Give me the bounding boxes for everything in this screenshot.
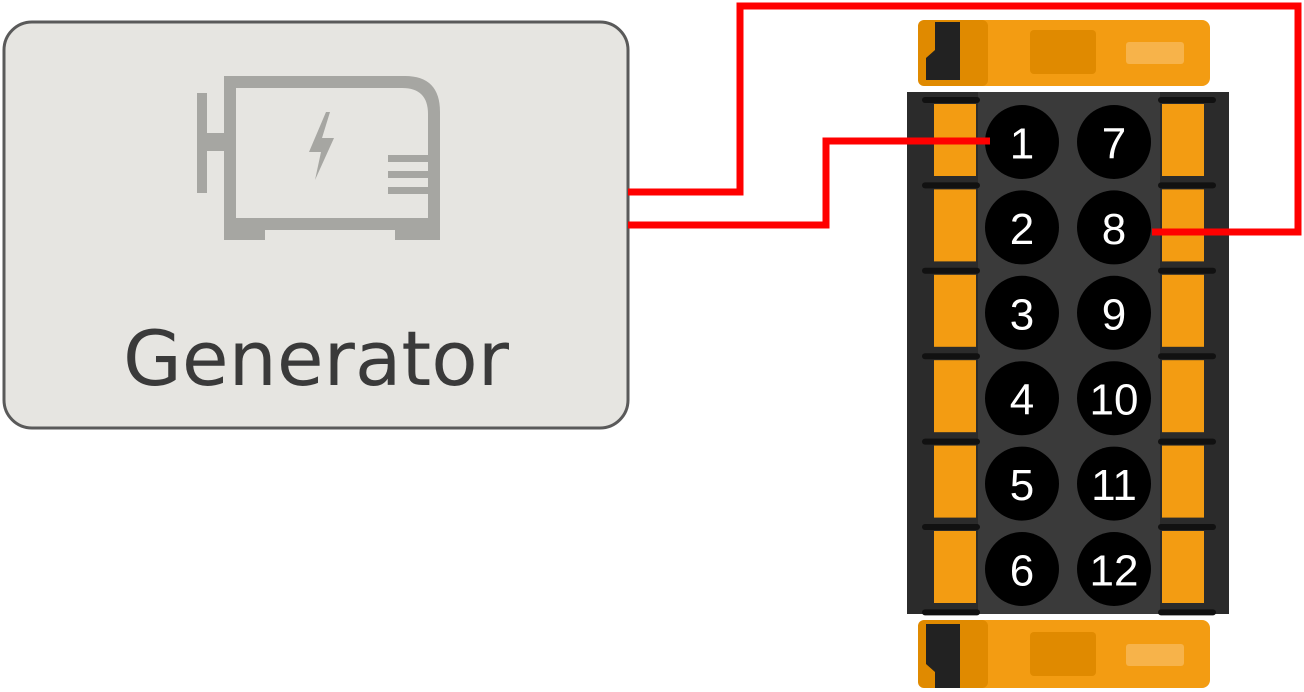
terminal-segment	[934, 189, 976, 262]
terminal-divider	[1158, 97, 1216, 103]
terminal-divider	[1158, 353, 1216, 360]
pin-number: 6	[1010, 547, 1034, 596]
pin-hole	[985, 105, 1059, 179]
terminal-divider	[922, 97, 980, 103]
terminal-pin-7[interactable]: 7	[1077, 105, 1151, 179]
pin-number: 11	[1091, 461, 1137, 510]
terminal-top-clip	[918, 20, 1210, 86]
terminal-pin-9[interactable]: 9	[1077, 275, 1151, 350]
terminal-segment	[934, 274, 976, 347]
terminal-segment	[1162, 531, 1204, 603]
terminal-side-segments	[922, 97, 1216, 616]
pin-hole	[985, 275, 1059, 350]
pin-number: 9	[1102, 290, 1126, 339]
pin-hole	[1077, 532, 1151, 606]
terminal-divider	[922, 182, 980, 189]
terminal-divider	[922, 524, 980, 530]
pin-hole	[985, 446, 1059, 521]
pin-number: 1	[1010, 120, 1034, 169]
terminal-divider	[922, 438, 980, 445]
terminal-divider	[1158, 267, 1216, 274]
terminal-segment	[934, 360, 976, 433]
pin-hole	[985, 532, 1059, 606]
terminal-divider	[922, 267, 980, 274]
pin-number: 4	[1010, 376, 1034, 425]
terminal-pin-2[interactable]: 2	[985, 190, 1059, 265]
terminal-segment	[1162, 360, 1204, 433]
terminal-pin-8[interactable]: 8	[1077, 190, 1151, 265]
pin-hole	[1077, 190, 1151, 265]
pin-hole	[1077, 105, 1151, 179]
terminal-pin-6[interactable]: 6	[985, 532, 1059, 606]
terminal-divider	[1158, 609, 1216, 616]
pin-number: 2	[1010, 205, 1034, 254]
pin-hole	[1077, 446, 1151, 521]
terminal-pin-10[interactable]: 10	[1077, 361, 1151, 436]
pin-hole	[985, 361, 1059, 436]
terminal-segment	[1162, 445, 1204, 518]
wires	[628, 2, 1302, 236]
terminal-pin-5[interactable]: 5	[985, 446, 1059, 521]
terminal-segment	[1162, 104, 1204, 176]
terminal-segment	[1162, 189, 1204, 262]
terminal-divider	[922, 353, 980, 360]
generator-label: Generator	[123, 314, 510, 403]
terminal-bottom-clip	[918, 620, 1210, 688]
pin-number: 12	[1090, 547, 1139, 596]
terminal-pin-12[interactable]: 12	[1077, 532, 1151, 606]
wire-to-pin-1	[628, 137, 990, 229]
generator-icon	[197, 76, 440, 240]
terminal-divider	[922, 609, 980, 616]
terminal-segment	[1162, 274, 1204, 347]
terminal-divider	[1158, 438, 1216, 445]
wire-to-pin-8	[628, 2, 1302, 236]
pin-number: 10	[1090, 376, 1139, 425]
terminal-pin-11[interactable]: 11	[1077, 446, 1151, 521]
pin-hole	[1077, 275, 1151, 350]
terminal-segment	[934, 531, 976, 603]
terminal-segment	[934, 445, 976, 518]
generator-box: Generator	[2, 20, 630, 430]
pin-number: 3	[1010, 290, 1034, 339]
pin-hole	[985, 190, 1059, 265]
pin-number: 5	[1010, 461, 1034, 510]
pin-number: 8	[1102, 205, 1126, 254]
terminal-pin-1[interactable]: 1	[985, 105, 1059, 179]
pin-number: 7	[1102, 120, 1126, 169]
pin-hole	[1077, 361, 1151, 436]
terminal-pin-3[interactable]: 3	[985, 275, 1059, 350]
terminal-pin-4[interactable]: 4	[985, 361, 1059, 436]
terminal-divider	[1158, 182, 1216, 189]
terminal-divider	[1158, 524, 1216, 530]
